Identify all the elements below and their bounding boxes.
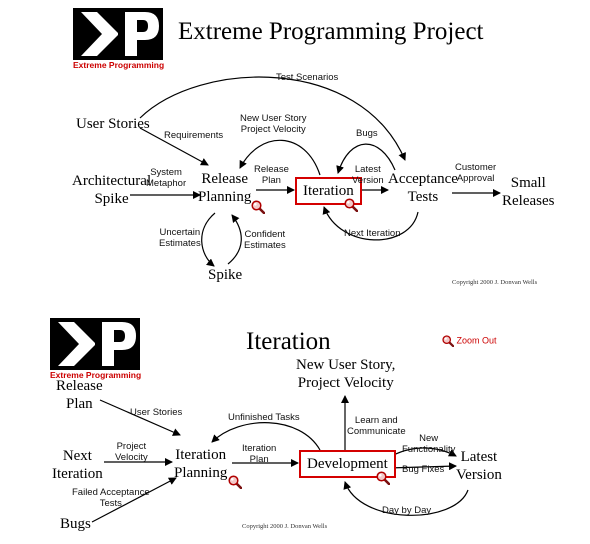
label-failed-acceptance: Failed Acceptance Tests: [72, 487, 150, 509]
node-release-plan: Release Plan: [56, 378, 103, 412]
node-spike: Spike: [208, 267, 243, 283]
label-latest-version: Latest Version: [352, 164, 384, 186]
xp-project-panel: Extreme Programming Extreme Programming …: [72, 8, 555, 286]
copyright: Copyright 2000 J. Donvan Wells: [242, 523, 328, 530]
label-new-user-story: New User Story Project Velocity: [240, 113, 307, 135]
node-small-releases: Small Releases: [502, 175, 555, 209]
label-test-scenarios: Test Scenarios: [276, 72, 339, 83]
label-release-plan: Release Plan: [254, 164, 289, 186]
node-iteration-planning[interactable]: Iteration Planning: [174, 447, 228, 481]
zoom-out-link[interactable]: Zoom Out: [442, 335, 497, 347]
label-project-velocity: Project Velocity: [115, 441, 148, 463]
iteration-panel: Extreme Programming Iteration Zoom Out: [0, 300, 590, 544]
label-learn-communicate: Learn and Communicate: [347, 415, 406, 437]
label-iteration-plan: Iteration Plan: [242, 443, 277, 465]
node-bugs: Bugs: [60, 516, 91, 532]
logo-caption: Extreme Programming: [73, 60, 165, 70]
node-acceptance-tests: Acceptance Tests: [388, 171, 458, 205]
label-bug-fixes: Bug Fixes: [402, 464, 445, 475]
label-bugs: Bugs: [356, 128, 378, 139]
label-new-functionality: New Functionality: [402, 433, 456, 455]
label-system-metaphor: System Metaphor: [146, 167, 187, 189]
flow-arrows: [130, 76, 501, 267]
magnifier-icon[interactable]: [228, 475, 242, 489]
node-latest-version: Latest Version: [456, 449, 502, 483]
copyright: Copyright 2000 J. Donvan Wells: [452, 279, 538, 286]
node-new-user-story: New User Story, Project Velocity: [296, 357, 396, 391]
node-architectural-spike: Architectural Spike: [72, 173, 152, 207]
node-release-planning[interactable]: Release Planning: [198, 171, 252, 205]
magnifier-icon[interactable]: [344, 198, 358, 212]
label-requirements: Requirements: [164, 130, 224, 141]
label-user-stories: User Stories: [130, 407, 183, 418]
node-next-iteration: Next Iteration: [52, 448, 103, 482]
label-unfinished-tasks: Unfinished Tasks: [228, 412, 300, 423]
label-uncertain-estimates: Uncertain Estimates: [159, 227, 201, 249]
page-title: Extreme Programming Project: [178, 18, 484, 45]
magnifier-icon[interactable]: [376, 471, 390, 485]
zoom-out-label: Zoom Out: [456, 335, 497, 346]
label-customer-approval: Customer Approval: [455, 162, 497, 184]
page-title: Iteration: [246, 328, 331, 355]
label-next-iteration: Next Iteration: [344, 228, 401, 239]
flow-arrows: [91, 395, 469, 523]
label-day-by-day: Day by Day: [382, 505, 432, 516]
logo-caption: Extreme Programming: [50, 370, 142, 380]
label-confident-estimates: Confident Estimates: [244, 229, 286, 251]
node-user-stories: User Stories: [76, 116, 150, 132]
magnifier-icon[interactable]: [251, 200, 265, 214]
